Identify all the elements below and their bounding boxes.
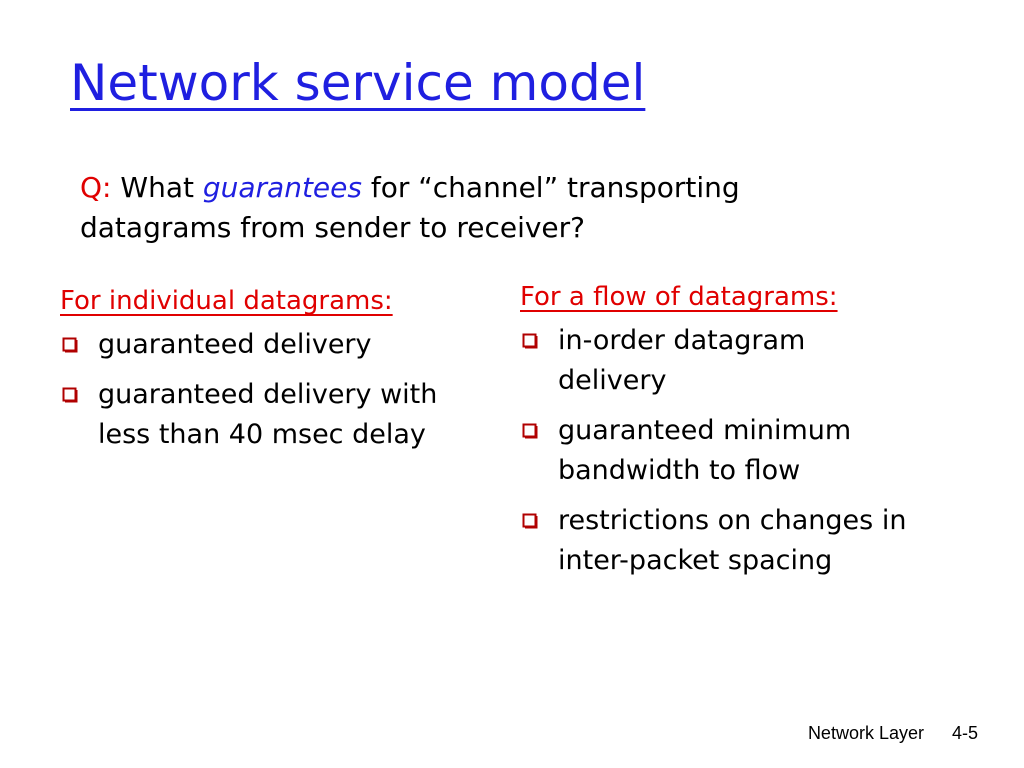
list-item-text: guaranteed minimum bandwidth to flow xyxy=(558,415,852,486)
question-text-before: What xyxy=(111,171,203,204)
left-column-heading: For individual datagrams: xyxy=(60,286,393,316)
list-item-text: restrictions on changes in inter-packet … xyxy=(558,505,907,576)
square-bullet-icon xyxy=(62,387,78,403)
footer-section: Network Layer xyxy=(807,723,924,743)
list-item: guaranteed minimum bandwidth to flow xyxy=(520,411,920,491)
left-bullet-list: guaranteed delivery guaranteed delivery … xyxy=(60,325,480,455)
question-text-after: for “channel” transporting datagrams fro… xyxy=(80,171,740,244)
right-bullet-list: in-order datagram delivery guaranteed mi… xyxy=(520,321,920,581)
list-item: in-order datagram delivery xyxy=(520,321,920,401)
slide-footer: Network Layer 4-5 xyxy=(808,723,978,744)
square-bullet-icon xyxy=(62,337,78,353)
footer-page-number: 4-5 xyxy=(951,723,978,743)
square-bullet-icon xyxy=(522,513,538,529)
list-item: guaranteed delivery with less than 40 ms… xyxy=(60,375,480,455)
list-item-text: guaranteed delivery xyxy=(98,329,372,360)
question-emphasis: guarantees xyxy=(202,171,362,204)
square-bullet-icon xyxy=(522,333,538,349)
list-item-text: in-order datagram delivery xyxy=(558,325,806,396)
list-item: restrictions on changes in inter-packet … xyxy=(520,501,920,581)
right-column-heading: For a flow of datagrams: xyxy=(520,282,838,312)
slide-title: Network service model xyxy=(70,54,646,112)
right-column: For a flow of datagrams: in-order datagr… xyxy=(520,282,920,591)
question-label: Q: xyxy=(80,171,112,204)
question-text: Q: What guarantees for “channel” transpo… xyxy=(80,168,860,248)
list-item: guaranteed delivery xyxy=(60,325,480,365)
left-column: For individual datagrams: guaranteed del… xyxy=(60,283,480,465)
square-bullet-icon xyxy=(522,423,538,439)
list-item-text: guaranteed delivery with less than 40 ms… xyxy=(98,379,438,450)
